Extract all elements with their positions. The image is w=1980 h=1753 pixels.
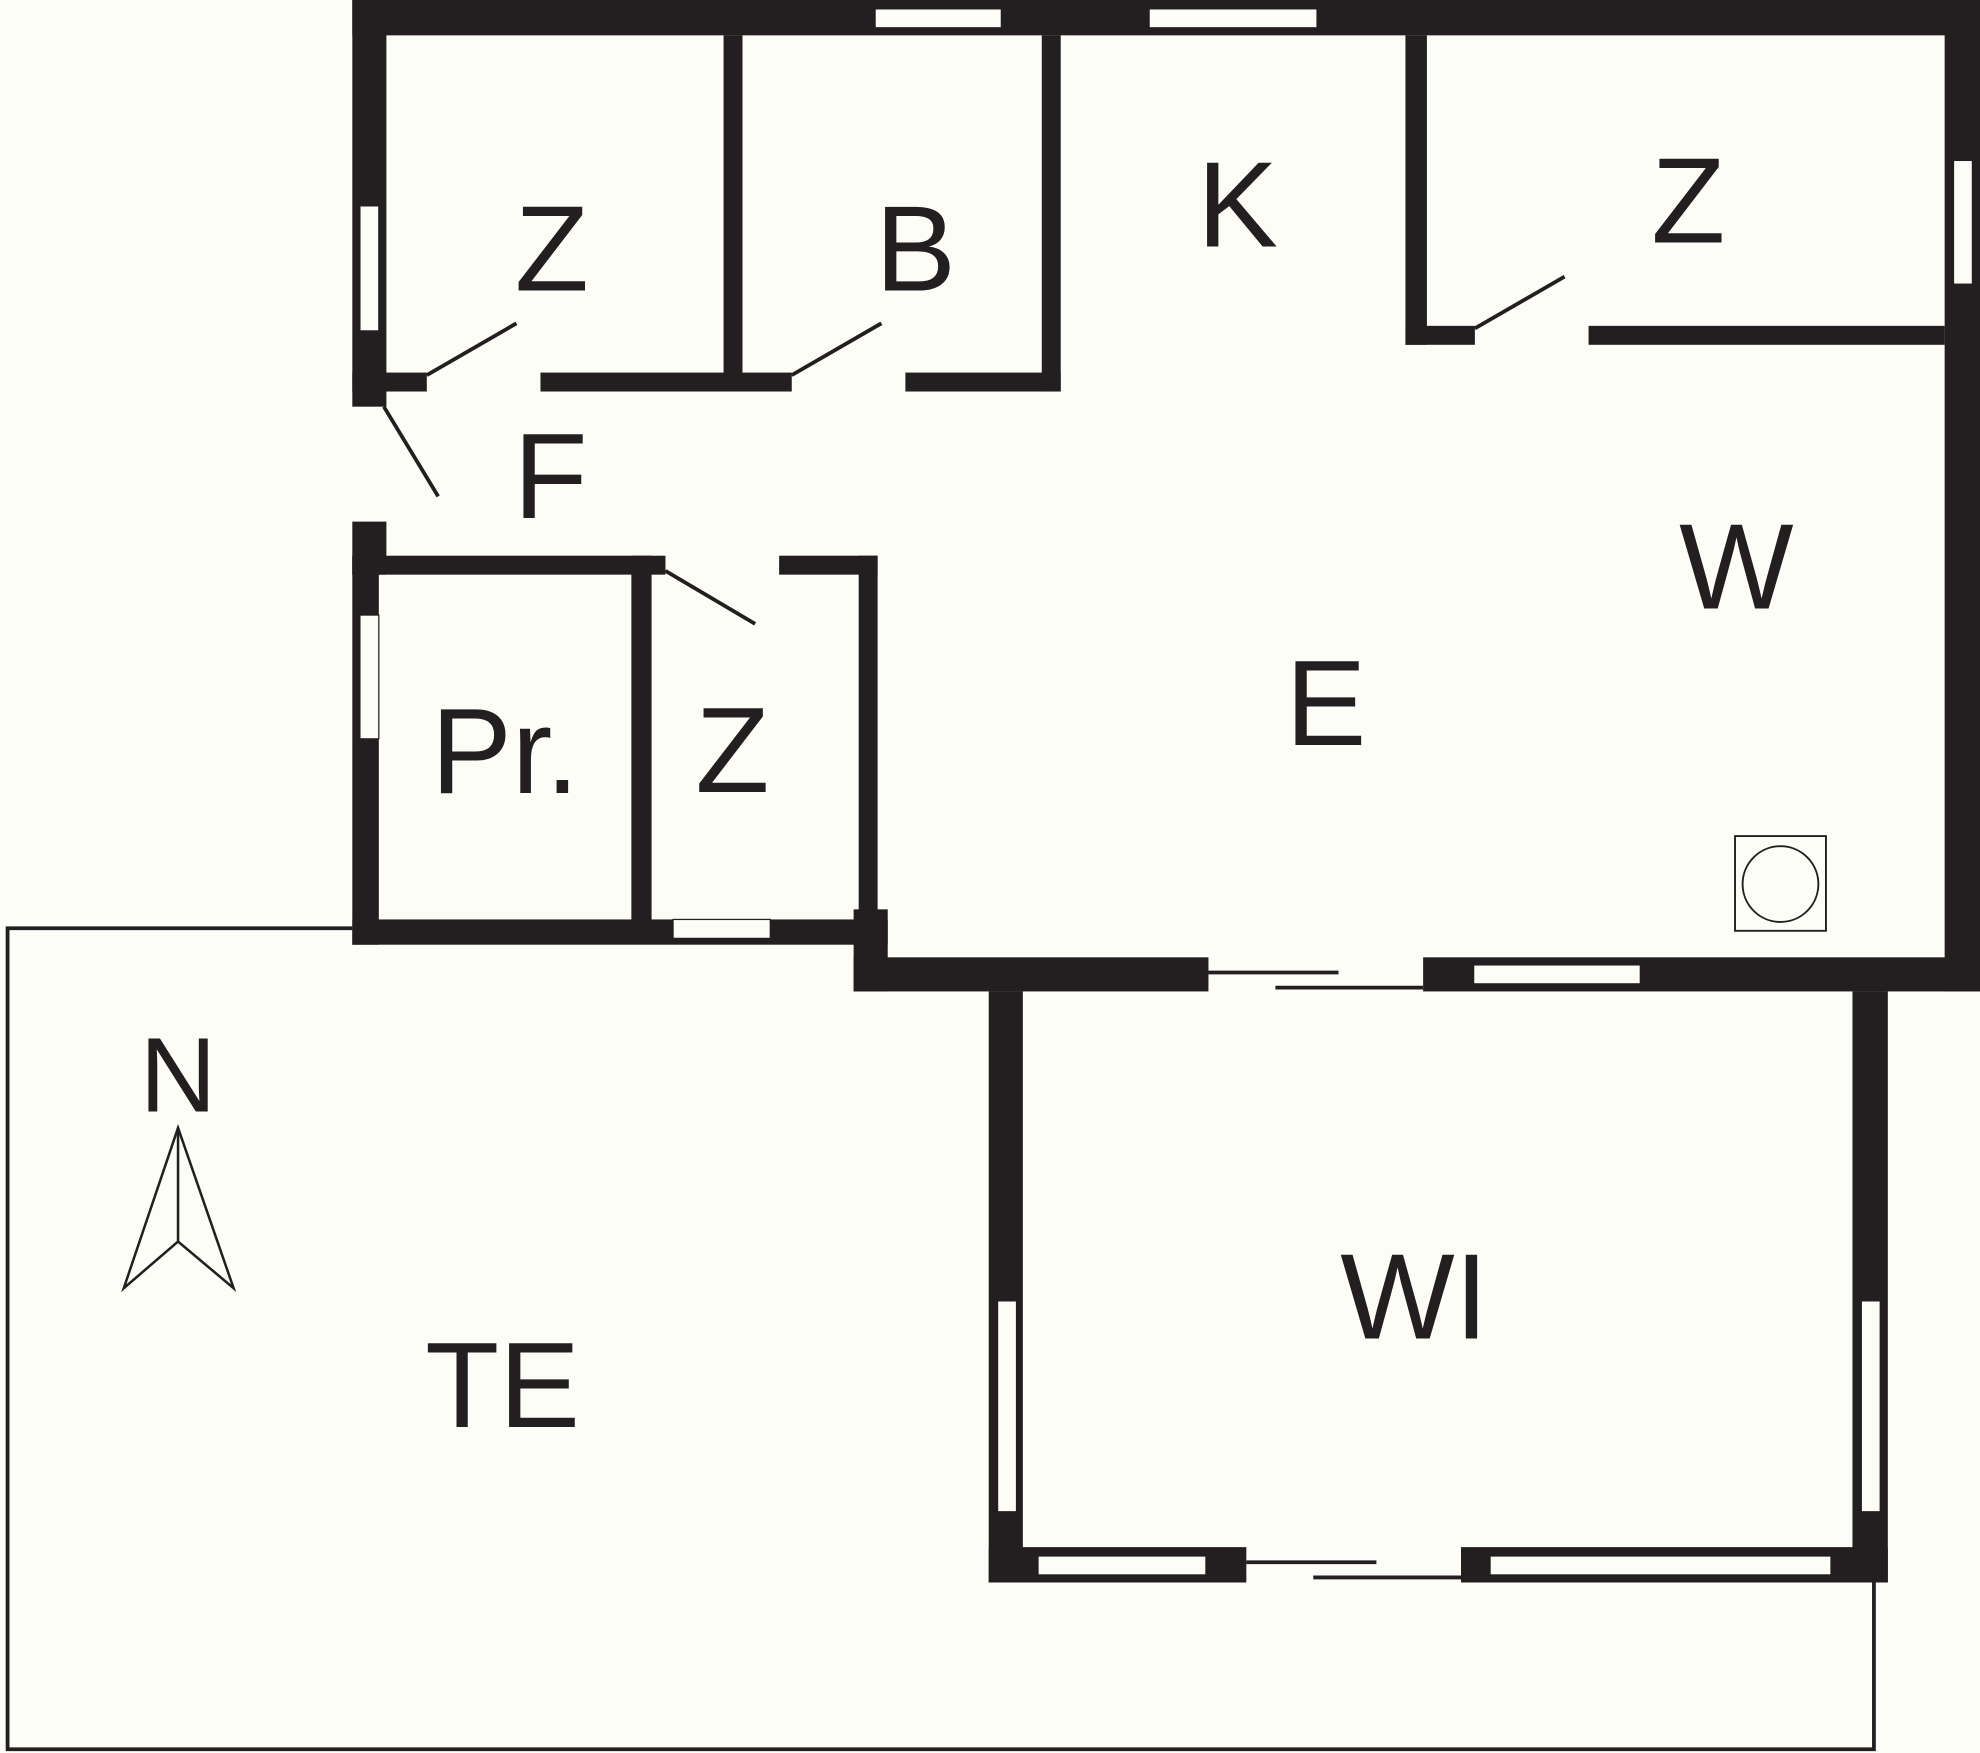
- doors: [382, 274, 1566, 1580]
- room-label-bathroom: B: [875, 180, 956, 316]
- walls: [352, 0, 1980, 1583]
- room-label-bedroom-2: Z: [1651, 132, 1725, 268]
- north-arrow-icon: [121, 1123, 237, 1293]
- room-label-bedroom-1: Z: [515, 180, 589, 316]
- room-label-hall: F: [514, 408, 588, 544]
- stove-icon: [1734, 835, 1827, 932]
- room-label-dining: E: [1285, 635, 1366, 771]
- room-label-kitchen: K: [1197, 136, 1278, 272]
- room-label-terrace: TE: [425, 1317, 580, 1453]
- room-label-bedroom-3: Z: [695, 682, 769, 818]
- windows: [359, 8, 1974, 1576]
- terrace-outline: [5, 926, 1876, 1752]
- compass-label: N: [140, 1016, 217, 1134]
- room-label-utility: Pr.: [431, 683, 579, 819]
- room-label-winter-garden: WI: [1340, 1229, 1488, 1365]
- room-label-living: W: [1679, 499, 1793, 635]
